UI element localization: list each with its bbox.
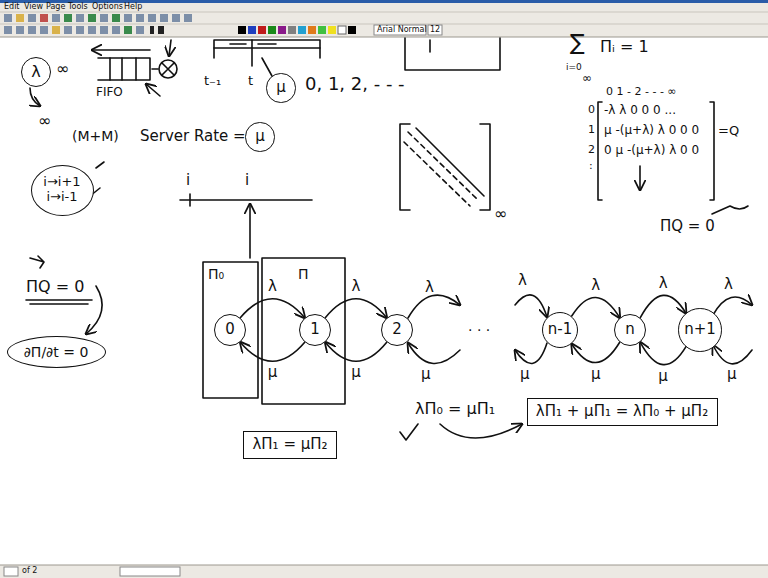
infinity: ∞ <box>56 60 69 78</box>
rate-label: μ <box>657 368 669 385</box>
transition-arc <box>640 342 686 364</box>
rate-label: μ <box>727 366 737 383</box>
status-bar <box>0 565 768 578</box>
state-list: 0, 1, 2, - - - <box>305 74 405 95</box>
probability-label: Π <box>298 266 309 282</box>
menu-item: Help <box>124 2 142 11</box>
sum-limit: ∞ <box>582 72 592 86</box>
time-label: t <box>248 74 253 89</box>
row-index: 1 <box>588 124 595 137</box>
transition-arc <box>240 299 304 318</box>
node-text: ∂Π/∂t = 0 <box>24 344 89 360</box>
transition-arc <box>640 295 686 317</box>
menu-item: View <box>24 2 43 11</box>
page-count: of 2 <box>22 566 37 575</box>
state-circle: 0 <box>214 314 246 346</box>
infinity: ∞ <box>494 205 507 223</box>
rate-label: λ <box>658 275 669 292</box>
ellipsis: . . . <box>468 318 490 334</box>
menu-item: Page <box>46 2 65 11</box>
row-index: : <box>589 160 593 173</box>
matrix-name: =Q <box>718 124 739 139</box>
node-text: λΠ₁ = μΠ₂ <box>252 436 327 453</box>
matrix-header: 0 1 - 2 - - - ∞ <box>606 86 677 99</box>
rate-label: λ <box>518 272 527 289</box>
state-circle: 2 <box>381 314 413 346</box>
rate-circle: μ <box>245 122 274 151</box>
matrix-row: μ -(μ+λ) λ 0 0 0 <box>604 124 699 138</box>
transition-arc <box>325 342 386 361</box>
sum-index: i=0 <box>566 62 582 72</box>
rate-label: λ <box>351 278 362 295</box>
balance-equation: ΠQ = 0 <box>26 278 84 296</box>
state-circle: n <box>614 314 646 346</box>
axis-label: i <box>186 172 190 189</box>
node-text: λΠ₁ + μΠ₁ = λΠ₀ + μΠ₂ <box>536 403 708 420</box>
state-circle: 1 <box>299 314 331 346</box>
matrix-row: -λ λ 0 0 0 ... <box>604 104 676 118</box>
axis-label: i <box>245 172 249 189</box>
rate-label: Server Rate = <box>140 128 246 145</box>
rate-label: μ <box>421 366 431 383</box>
rate-label: μ <box>520 366 530 383</box>
node-text: n <box>625 321 635 338</box>
color-swatches <box>238 25 442 35</box>
infinity: ∞ <box>38 112 51 130</box>
transition-ellipse: i→i+1i→i-1 <box>31 165 94 216</box>
node-text: μ <box>276 79 286 96</box>
toolbar <box>0 3 768 37</box>
rate-label: μ <box>350 364 362 381</box>
rate-label: λ <box>590 277 601 294</box>
steady-state-ellipse: ∂Π/∂t = 0 <box>7 336 106 368</box>
font-name: Arial Normal <box>377 25 427 34</box>
menu-item: Tools <box>68 2 88 11</box>
rate-circle: λ <box>21 57 51 87</box>
transition-arc <box>240 342 304 361</box>
sum-sign: ∑ <box>570 32 585 54</box>
rate-circle: μ <box>266 73 295 102</box>
node-text: n+1 <box>684 321 716 338</box>
equation-box: λΠ₁ + μΠ₁ = λΠ₀ + μΠ₂ <box>527 398 718 426</box>
node-text: λ <box>31 63 40 81</box>
state-circle: n-1 <box>542 312 578 348</box>
matrix-row: 0 μ -(μ+λ) λ 0 0 <box>604 144 699 158</box>
row-index: 2 <box>588 144 595 157</box>
node-text: 1 <box>310 321 320 338</box>
node-text: n-1 <box>548 321 572 338</box>
node-text: 0 <box>225 321 235 338</box>
node-text: 2 <box>392 321 402 338</box>
rate-label: μ <box>590 366 602 383</box>
transition-arc <box>325 299 386 318</box>
model-label: (M+M) <box>72 128 119 144</box>
rate-label: λ <box>724 276 733 293</box>
probability-label: Π₀ <box>208 266 224 282</box>
normalization: Πᵢ = 1 <box>600 38 649 56</box>
transition-arc <box>572 342 620 362</box>
row-index: 0 <box>588 104 595 117</box>
node-text: i→i+1 <box>43 175 80 190</box>
handwriting-sketch <box>26 38 752 440</box>
font-size: 12 <box>430 25 440 34</box>
time-label: t₋₁ <box>204 74 221 89</box>
node-text: i→i-1 <box>46 190 77 205</box>
queue-label: FIFO <box>96 86 123 100</box>
state-circle: n+1 <box>678 308 722 352</box>
rate-label: λ <box>425 279 434 296</box>
rate-label: λ <box>267 278 278 295</box>
equation-box: λΠ₁ = μΠ₂ <box>243 431 337 459</box>
menu-item: Edit <box>4 2 20 11</box>
toolbar-icons <box>4 14 192 34</box>
node-text: μ <box>255 128 265 145</box>
balance-equation: ΠQ = 0 <box>660 218 715 235</box>
rate-label: μ <box>267 364 279 381</box>
menu-item: Options <box>92 2 123 11</box>
transition-arc <box>572 297 620 317</box>
balance-equation: λΠ₀ = μΠ₁ <box>415 400 495 418</box>
